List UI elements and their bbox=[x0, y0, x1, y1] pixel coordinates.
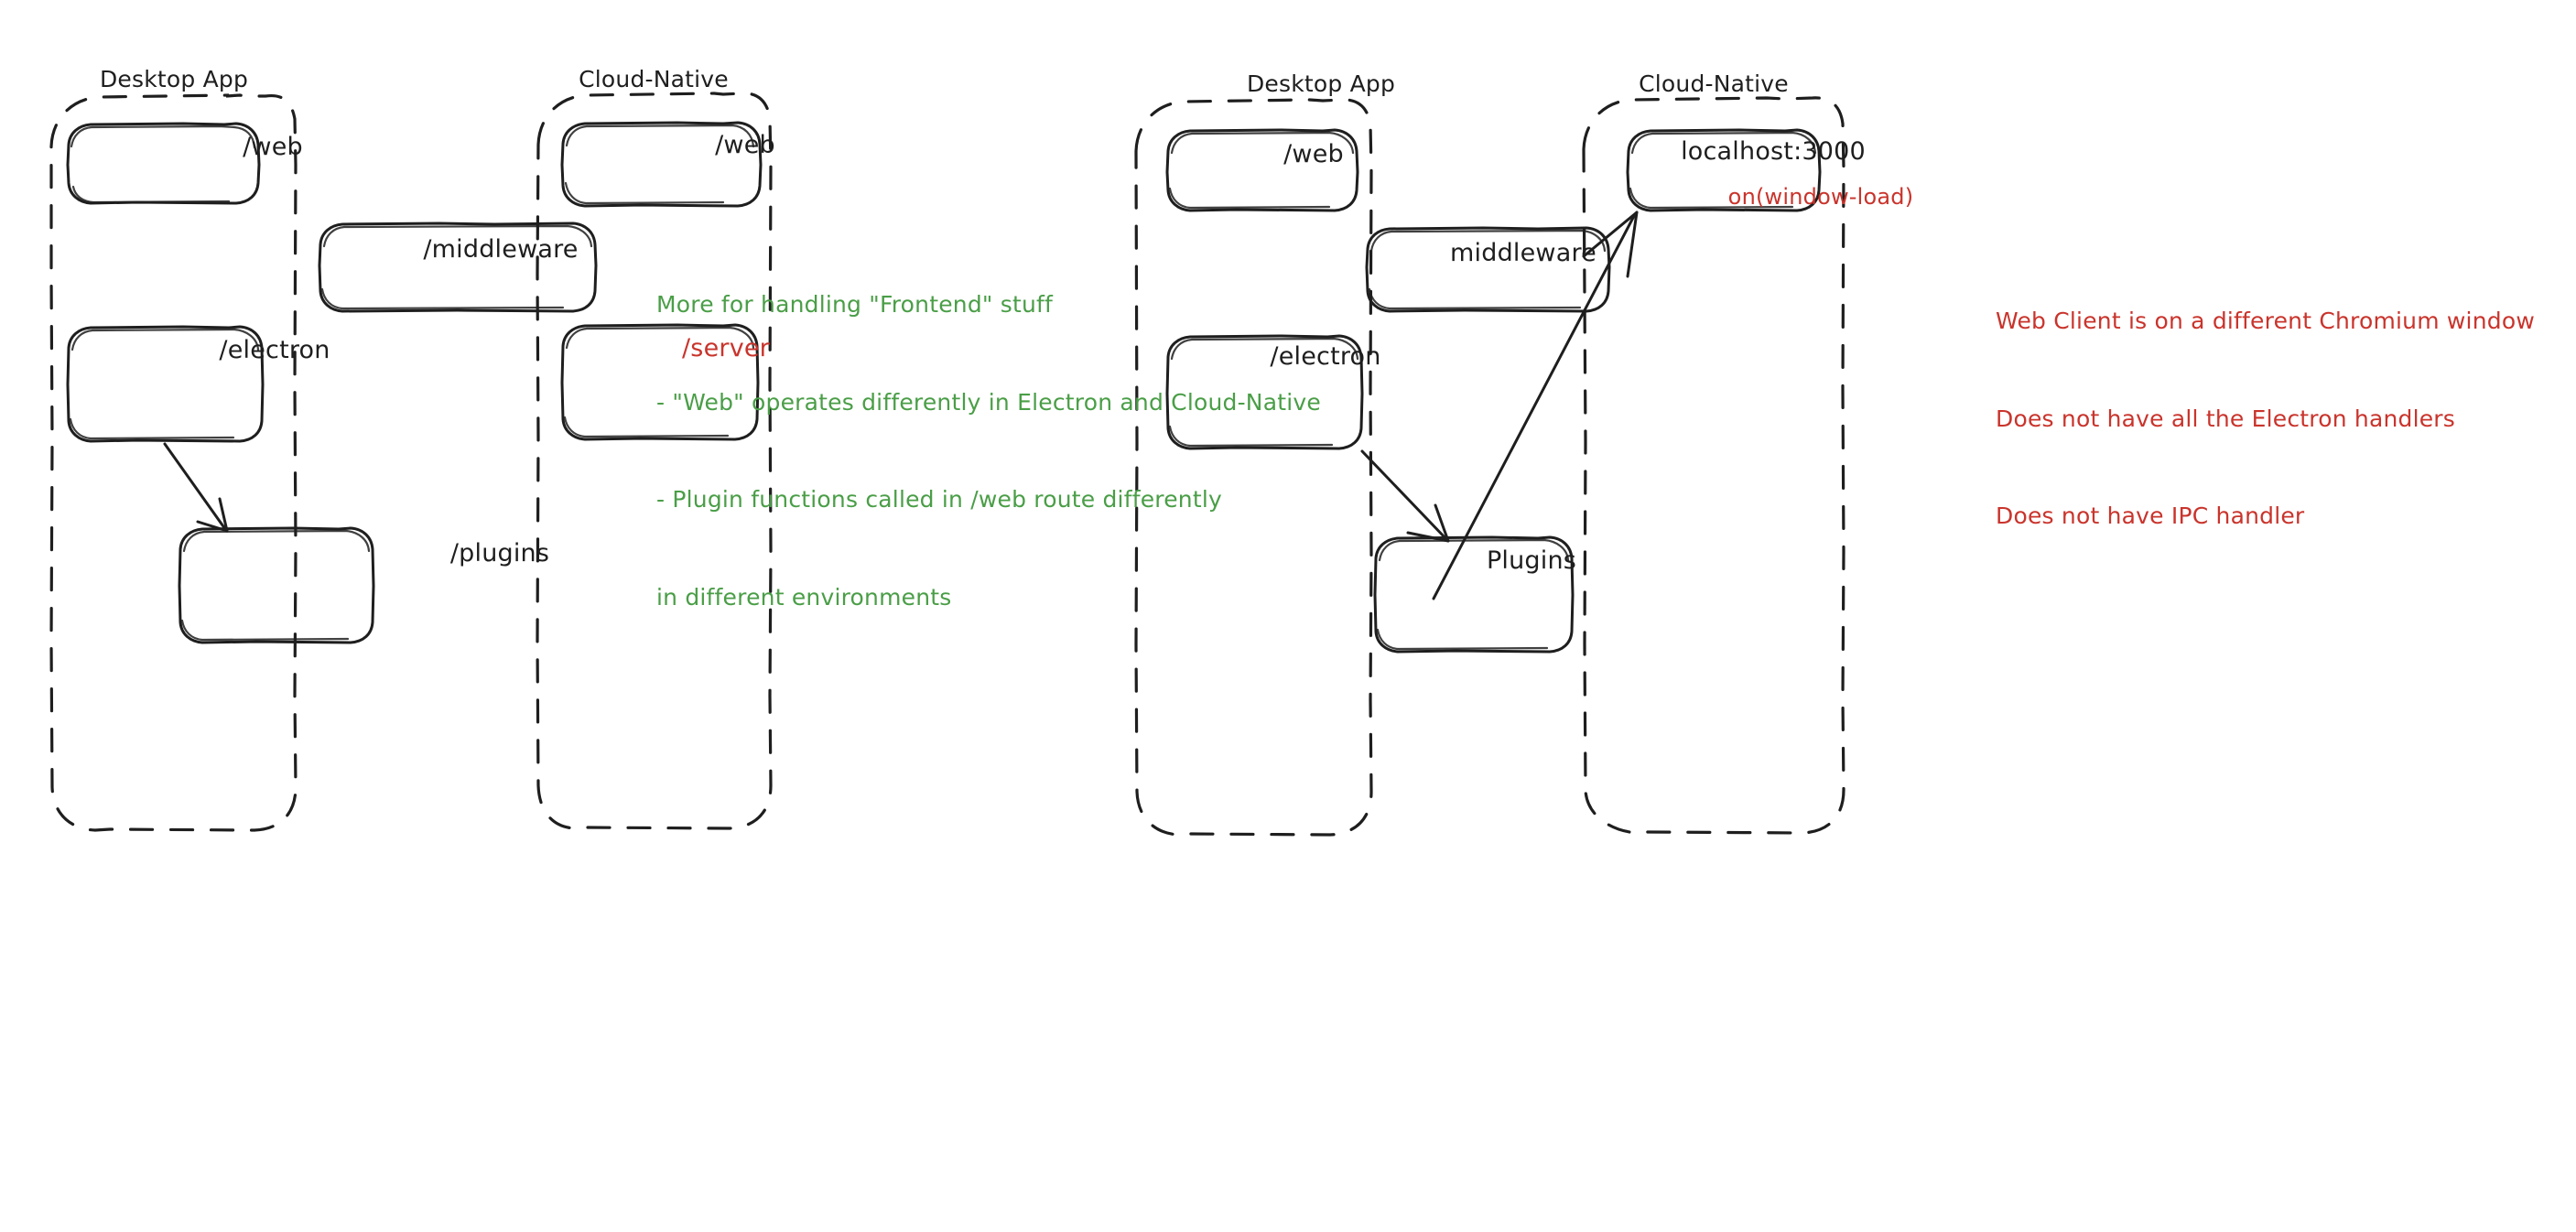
left-node-plugins-outline bbox=[178, 526, 375, 644]
left-annotation-green-line-1: More for handling "Frontend" stuff bbox=[656, 291, 1054, 318]
right-annotation-red-line-1: Web Client is on a different Chromium wi… bbox=[1996, 308, 2535, 334]
left-annotation-green-line-3: - Plugin functions called in /web route … bbox=[656, 486, 1222, 513]
right-annotation-red: Web Client is on a different Chromium wi… bbox=[1996, 240, 2535, 598]
left-annotation-green: More for handling "Frontend" stuff - "We… bbox=[656, 223, 1321, 678]
left-node-middleware-outline bbox=[318, 222, 598, 313]
left-annotation-green-line-2: - "Web" operates differently in Electron… bbox=[656, 388, 1321, 416]
left-node-label-plugins: /plugins bbox=[449, 539, 550, 567]
left-node-server-outline bbox=[560, 323, 760, 441]
right-node-label-middleware: middleware bbox=[1450, 239, 1596, 267]
right-group-title-cloud-native: Cloud-Native bbox=[1639, 70, 1789, 97]
left-node-label-server: /server bbox=[682, 334, 770, 362]
right-node-label-web: /web bbox=[1283, 140, 1344, 168]
left-group-cloud-native-outline bbox=[536, 92, 773, 830]
right-group-cloud-native-outline bbox=[1582, 96, 1845, 835]
right-node-label-electron: /electron bbox=[1270, 342, 1381, 371]
left-node-label-web-desktop: /web bbox=[243, 133, 303, 161]
right-group-desktop-app-outline bbox=[1134, 98, 1373, 837]
right-node-localhost-outline bbox=[1626, 128, 1822, 212]
right-group-title-desktop-app: Desktop App bbox=[1246, 70, 1396, 97]
left-node-web-cloud-outline bbox=[560, 121, 763, 208]
left-node-electron-outline bbox=[66, 325, 265, 443]
left-group-title-desktop-app: Desktop App bbox=[99, 66, 249, 92]
left-group-desktop-app-outline bbox=[49, 93, 298, 832]
right-node-label-plugins: Plugins bbox=[1486, 546, 1577, 575]
left-node-label-electron: /electron bbox=[219, 336, 330, 364]
right-node-electron-outline bbox=[1165, 334, 1364, 450]
right-annotation-red-line-2: Does not have all the Electron handlers bbox=[1996, 405, 2456, 432]
left-node-web-desktop-outline bbox=[66, 122, 261, 205]
left-arrow-electron-to-plugins bbox=[163, 442, 229, 533]
left-node-label-web-cloud: /web bbox=[715, 131, 775, 159]
left-node-label-middleware: /middleware bbox=[423, 235, 579, 264]
right-node-web-outline bbox=[1165, 128, 1359, 212]
right-arrow-electron-to-localhost bbox=[1432, 211, 1639, 600]
right-node-label-on-window-load: on(window-load) bbox=[1727, 184, 1914, 210]
right-node-plugins-outline bbox=[1373, 535, 1575, 654]
left-group-title-cloud-native: Cloud-Native bbox=[579, 66, 729, 92]
left-annotation-green-line-4: in different environments bbox=[656, 583, 952, 611]
right-node-label-localhost: localhost:3000 bbox=[1681, 137, 1866, 166]
right-arrow-electron-to-plugins bbox=[1360, 449, 1450, 543]
right-annotation-red-line-3: Does not have IPC handler bbox=[1996, 503, 2305, 529]
